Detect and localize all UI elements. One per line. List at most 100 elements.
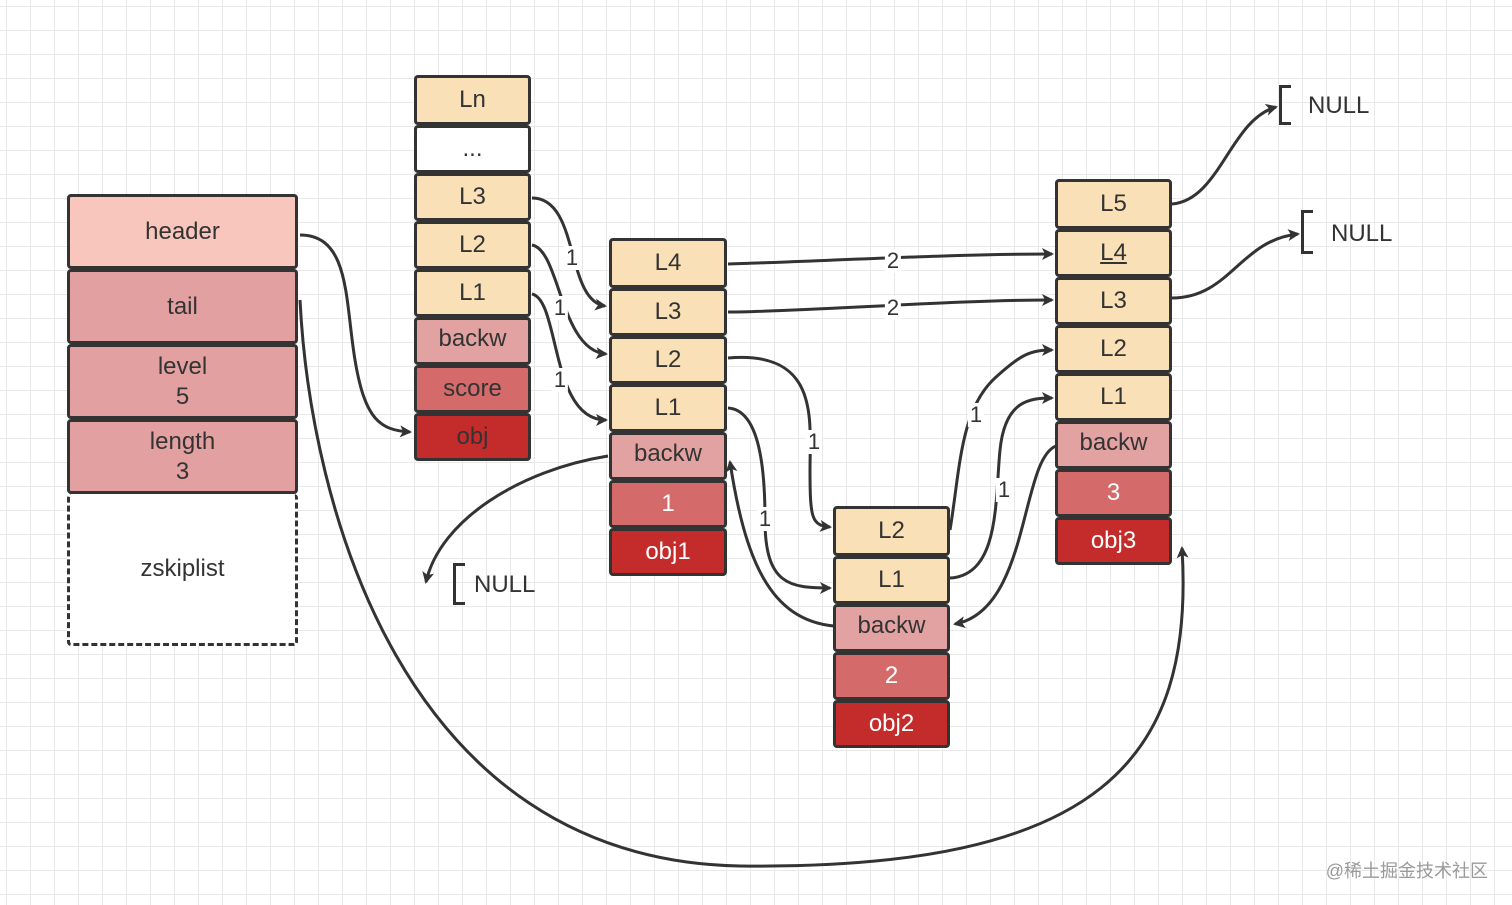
obj-label: obj <box>456 423 489 450</box>
node3-level-l1: L1 <box>1055 373 1172 421</box>
backward-line2: ard <box>612 473 724 477</box>
node3-backward-to-node2-arrow <box>953 444 1057 629</box>
score-label: 3 <box>1106 479 1121 506</box>
node2-l1-to-node3-l1-arrow <box>949 392 1054 580</box>
node2-obj: obj2 <box>833 700 950 748</box>
zskiplist-header-label: header <box>145 217 220 245</box>
level-label: L1 <box>1100 383 1127 410</box>
span-label: 1 <box>967 402 985 427</box>
head-node-level-ln: Ln <box>414 75 531 125</box>
node2-score: 2 <box>833 652 950 700</box>
node3-level-l5: L5 <box>1055 179 1172 229</box>
obj-label: obj1 <box>645 538 691 565</box>
null-label-l5: NULL <box>1308 92 1370 119</box>
watermark: @稀土掘金技术社区 <box>1325 861 1488 881</box>
tail-to-node3-arrow <box>298 299 1189 868</box>
node1-level-l3: L3 <box>609 288 727 336</box>
head-node-level-ellipsis: ... <box>414 125 531 173</box>
level-label: L4 <box>1100 239 1127 266</box>
level-label: ... <box>462 135 483 162</box>
zskiplist-level-label: level <box>157 352 208 380</box>
node1-level-l4: L4 <box>609 238 727 288</box>
node2-level-l1: L1 <box>833 556 950 604</box>
zskiplist-length-value: 3 <box>175 457 190 485</box>
zskiplist-level-field: level 5 <box>67 344 298 419</box>
zskiplist-length-label: length <box>149 427 216 455</box>
node3-backward: backw ard <box>1055 421 1172 469</box>
zskiplist-tail-field: tail <box>67 269 298 344</box>
backward-line2: ard <box>836 645 947 649</box>
zskiplist-length-field: length 3 <box>67 419 298 494</box>
node3-score: 3 <box>1055 469 1172 517</box>
level-label: L3 <box>459 183 486 210</box>
node3-obj: obj3 <box>1055 517 1172 565</box>
node1-l3-to-node3-l3-arrow <box>727 294 1054 314</box>
span-label: 1 <box>563 245 581 270</box>
backward-line1: backw <box>857 612 926 639</box>
header-to-headnode-arrow <box>299 233 412 438</box>
node2-backward: backw ard <box>833 604 950 652</box>
head-node-level-l2: L2 <box>414 221 531 269</box>
obj-label: obj3 <box>1090 527 1137 554</box>
node1-score: 1 <box>609 480 727 528</box>
level-label: Ln <box>459 86 486 113</box>
head-node-level-l3: L3 <box>414 173 531 221</box>
span-label: 1 <box>756 506 774 531</box>
node1-backward-to-null-arrow <box>422 454 609 584</box>
node1-l4-to-node3-l4-arrow <box>727 248 1054 266</box>
zskiplist-caption-box: zskiplist <box>67 494 298 646</box>
span-label: 1 <box>805 429 823 454</box>
obj-label: obj2 <box>868 710 915 737</box>
level-label: L1 <box>459 279 486 306</box>
zskiplist-header-field: header <box>67 194 298 269</box>
null-label-backward: NULL <box>474 571 536 598</box>
null-bracket-l3 <box>1301 210 1313 254</box>
level-label: L1 <box>878 566 905 593</box>
head-l1-to-node1-l1-arrow <box>531 292 608 426</box>
level-label: L2 <box>878 517 905 544</box>
score-label: 2 <box>884 662 899 689</box>
span-label: 2 <box>884 248 902 273</box>
null-bracket-backward <box>453 563 465 605</box>
node2-backward-to-node1-arrow <box>725 460 835 628</box>
node2-level-l2: L2 <box>833 506 950 556</box>
node1-obj: obj1 <box>609 528 727 576</box>
level-label: L4 <box>654 249 682 276</box>
head-node-backward: backw ard <box>414 317 531 365</box>
node2-l2-to-node3-l2-arrow <box>948 344 1054 531</box>
node1-backward: backw ard <box>609 432 727 480</box>
level-label: L5 <box>1100 190 1127 217</box>
head-node-score: score <box>414 365 531 413</box>
null-label-l3: NULL <box>1331 220 1393 247</box>
backward-line2: ard <box>417 358 528 362</box>
node3-level-l3: L3 <box>1055 277 1172 325</box>
head-node-obj: obj <box>414 413 531 461</box>
backward-line2: ard <box>1058 462 1169 466</box>
level-label: L2 <box>1100 335 1127 362</box>
node3-l3-to-null-arrow <box>1171 229 1300 300</box>
level-label: L1 <box>654 394 682 421</box>
backward-line1: backw <box>1079 429 1148 456</box>
node1-level-l1: L1 <box>609 384 727 432</box>
level-label: L3 <box>654 298 682 325</box>
zskiplist-tail-label: tail <box>167 292 198 320</box>
zskiplist-level-value: 5 <box>175 382 190 410</box>
node3-l5-to-null-arrow <box>1171 103 1278 206</box>
score-label: 1 <box>661 490 675 517</box>
level-label: L2 <box>654 346 682 373</box>
head-node-level-l1: L1 <box>414 269 531 317</box>
backward-line1: backw <box>438 325 507 352</box>
node1-level-l2: L2 <box>609 336 727 384</box>
score-label: score <box>443 375 502 402</box>
node3-level-l2: L2 <box>1055 325 1172 373</box>
span-label: 1 <box>551 295 569 320</box>
zskiplist-caption: zskiplist <box>140 554 225 582</box>
null-bracket-l5 <box>1279 85 1291 125</box>
level-label: L2 <box>459 231 486 258</box>
level-label: L3 <box>1100 287 1127 314</box>
node3-level-l4: L4 <box>1055 229 1172 277</box>
span-label: 2 <box>884 295 902 320</box>
backward-line1: backw <box>633 440 703 467</box>
